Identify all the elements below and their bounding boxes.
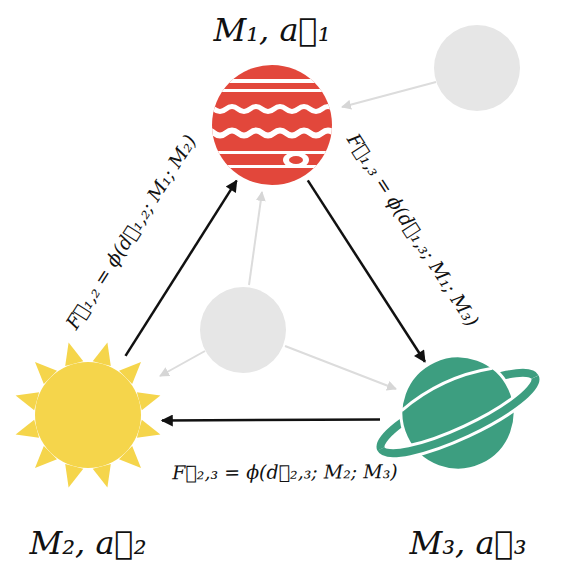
sun-body (35, 362, 141, 468)
sun-star-art (11, 338, 165, 492)
band-stripe (202, 151, 342, 154)
force-arrow (162, 419, 380, 420)
ghost-arrow (160, 351, 205, 376)
ghost-arrow (249, 192, 262, 285)
band-wave (202, 107, 346, 112)
force-label: F⃗₁,₂ = ϕ(d⃗₁,₂; M₁; M₂) (59, 129, 203, 336)
sun-star: M₂, a⃗₂ (11, 338, 165, 492)
force-label: F⃗₁,₃ = ϕ(d⃗₁,₃; M₁; M₃) (341, 127, 486, 333)
band-stripe (202, 79, 342, 83)
ring-front-outline (381, 377, 544, 467)
ghost-body (434, 25, 520, 111)
great-spot-core (289, 156, 303, 164)
great-spot (283, 152, 309, 168)
ring-front (381, 377, 544, 467)
mass-acceleration-label: M₂, a⃗₂ (29, 524, 146, 562)
band-stripe (202, 89, 342, 92)
jupiter-bands (202, 79, 346, 168)
jupiter-planet: M₁, a⃗₁ (207, 60, 337, 190)
mass-acceleration-label: M₁, a⃗₁ (213, 11, 330, 49)
saturn-band (399, 362, 493, 411)
force-label: F⃗₂,₃ = ϕ(d⃗₂,₃; M₂; M₃) (170, 459, 400, 485)
jupiter-planet-art (207, 60, 337, 190)
sun-rays (16, 343, 161, 488)
band-wave (202, 131, 346, 136)
ghost-body (200, 287, 286, 373)
band-stripe (202, 165, 342, 168)
mass-acceleration-label: M₃, a⃗₃ (409, 524, 526, 562)
ghost-arrow (285, 346, 396, 389)
ghost-arrow (342, 82, 436, 107)
